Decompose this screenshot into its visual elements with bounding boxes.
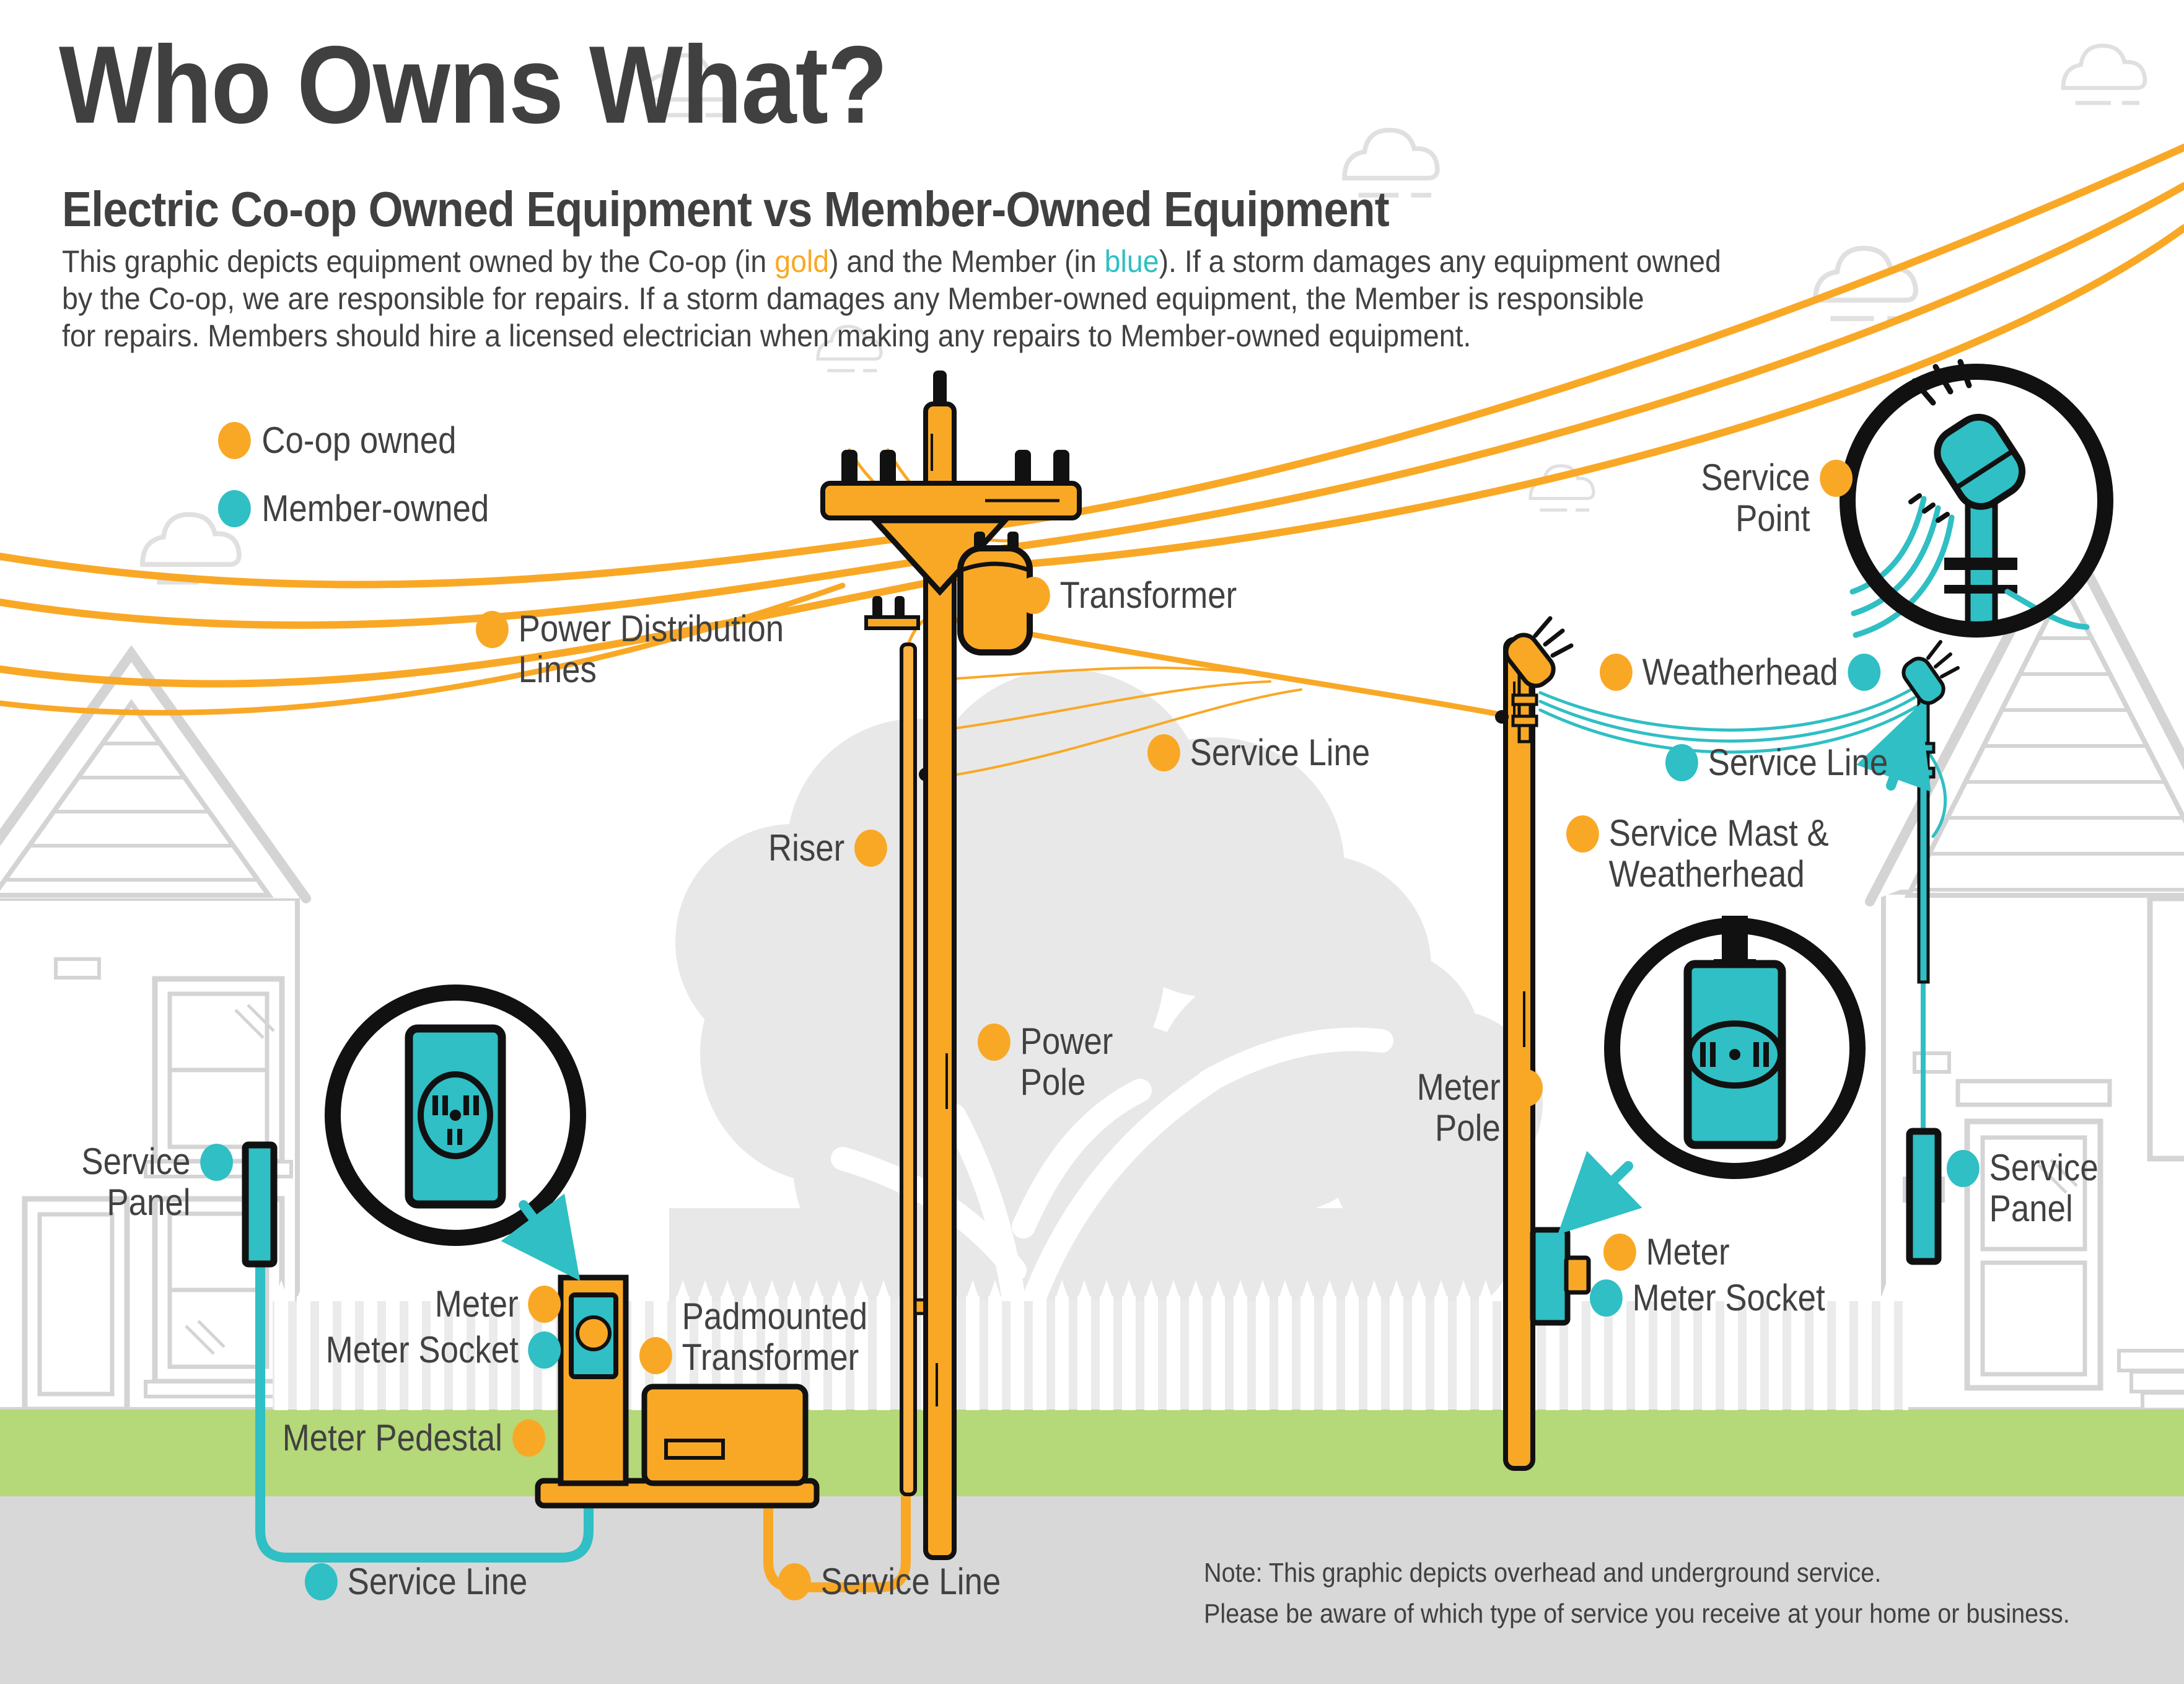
label-meter-right: Meter bbox=[1603, 1232, 1730, 1273]
meter-closeup-right bbox=[1604, 916, 1866, 1179]
service-panel-right bbox=[1906, 1128, 1942, 1265]
service-panel-left bbox=[242, 1141, 278, 1268]
member-dot bbox=[1665, 744, 1698, 781]
member-dot bbox=[1947, 1150, 1980, 1187]
coop-dot bbox=[1147, 734, 1180, 771]
underground-band bbox=[0, 1496, 2184, 1684]
label-transformer: Transformer bbox=[1017, 575, 1237, 616]
coop-dot bbox=[1510, 1069, 1543, 1107]
page-subtitle: Electric Co-op Owned Equipment vs Member… bbox=[62, 182, 1390, 237]
coop-dot bbox=[1566, 815, 1599, 853]
note-line-2: Please be aware of which type of service… bbox=[1204, 1598, 2070, 1629]
underground-service-line-member bbox=[255, 1264, 594, 1563]
label-meter-pedestal: Meter Pedestal bbox=[283, 1418, 545, 1458]
legend-coop-label: Co-op owned bbox=[261, 419, 457, 461]
coop-dot bbox=[1017, 577, 1050, 614]
coop-dot bbox=[778, 1563, 811, 1600]
label-service-line-mid: Service Line bbox=[1147, 732, 1370, 773]
legend-member-label: Member-owned bbox=[261, 488, 489, 529]
label-service-line-right: Service Line bbox=[1665, 742, 1888, 783]
power-pole bbox=[820, 371, 1082, 1560]
riser-conduit bbox=[900, 642, 917, 1496]
coop-dot bbox=[476, 611, 509, 648]
coop-dot bbox=[1600, 654, 1633, 691]
coop-dot bbox=[639, 1337, 672, 1374]
meter-pole bbox=[1495, 616, 1591, 1471]
underground-service-line-coop bbox=[763, 1494, 911, 1592]
member-dot bbox=[528, 1331, 561, 1369]
intro-line-2: by the Co-op, we are responsible for rep… bbox=[62, 281, 1644, 316]
gold-keyword: gold bbox=[774, 244, 830, 279]
pole-transformer bbox=[957, 532, 1033, 656]
coop-dot bbox=[1603, 1234, 1636, 1271]
label-meter-socket-right: Meter Socket bbox=[1590, 1278, 1825, 1318]
label-service-mast-weatherhead: Service Mast &Weatherhead bbox=[1566, 813, 1829, 895]
coop-legend-dot bbox=[218, 421, 251, 459]
intro-paragraph: This graphic depicts equipment owned by … bbox=[62, 243, 1721, 354]
padmounted-transformer bbox=[641, 1384, 809, 1486]
label-service-line-bottom-coop: Service Line bbox=[778, 1561, 1001, 1602]
member-dot bbox=[1848, 654, 1881, 691]
legend-coop: Co-op owned bbox=[218, 419, 456, 462]
footer-note: Note: This graphic depicts overhead and … bbox=[1204, 1553, 2070, 1634]
service-line-overhead-coop bbox=[949, 616, 1516, 720]
coop-dot bbox=[528, 1286, 561, 1323]
coop-dot bbox=[854, 830, 887, 867]
coop-dot bbox=[978, 1024, 1011, 1061]
blue-keyword: blue bbox=[1104, 244, 1159, 279]
pointer-arrows bbox=[501, 703, 1931, 1281]
legend-member: Member-owned bbox=[218, 487, 489, 530]
member-legend-dot bbox=[218, 489, 251, 527]
intro-line-3: for repairs. Members should hire a licen… bbox=[62, 318, 1471, 353]
coop-dot bbox=[1820, 460, 1853, 497]
label-weatherhead: Weatherhead bbox=[1600, 652, 1881, 693]
label-service-line-bottom-member: Service Line bbox=[305, 1561, 527, 1602]
label-riser: Riser bbox=[768, 828, 887, 869]
note-line-1: Note: This graphic depicts overhead and … bbox=[1204, 1558, 1882, 1588]
member-dot bbox=[200, 1144, 233, 1181]
service-point-closeup bbox=[1840, 359, 2113, 638]
coop-dot bbox=[512, 1419, 545, 1457]
pole-meter-and-socket bbox=[1530, 1227, 1591, 1326]
pole-weatherhead-coop bbox=[1495, 616, 1574, 743]
label-meter-left: Meter bbox=[434, 1284, 561, 1325]
label-meter-socket-left: Meter Socket bbox=[325, 1330, 561, 1370]
grass-band bbox=[0, 1410, 2184, 1496]
member-dot bbox=[1590, 1279, 1623, 1317]
page-title: Who Owns What? bbox=[59, 23, 888, 146]
member-dot bbox=[305, 1563, 338, 1600]
intro-line-1: This graphic depicts equipment owned by … bbox=[62, 244, 1721, 279]
meter-closeup-left bbox=[325, 985, 586, 1246]
